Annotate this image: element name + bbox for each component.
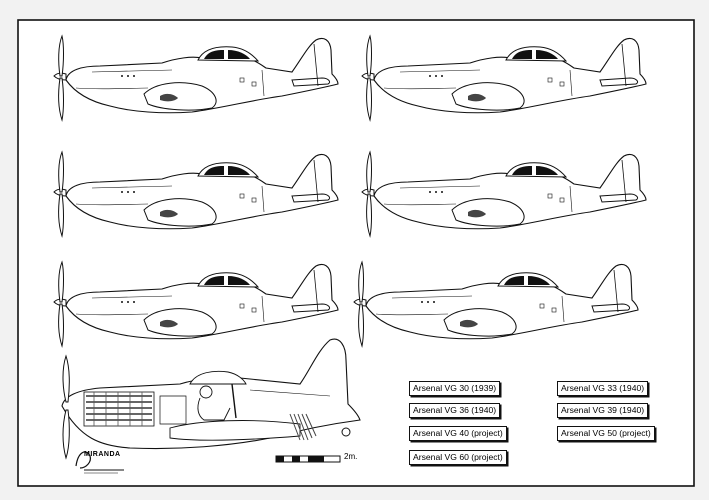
- caption-vg50: Arsenal VG 50 (project): [557, 426, 655, 441]
- scale-bar: [275, 455, 341, 463]
- cutaway-vg60: [61, 338, 361, 460]
- caption-vg36: Arsenal VG 36 (1940): [409, 403, 501, 418]
- caption-vg39: Arsenal VG 39 (1940): [557, 403, 649, 418]
- caption-vg60: Arsenal VG 60 (project): [409, 450, 507, 465]
- artist-signature: MIRANDA: [84, 451, 121, 458]
- caption-vg40: Arsenal VG 40 (project): [409, 426, 507, 441]
- caption-vg30: Arsenal VG 30 (1939): [409, 381, 501, 396]
- scale-label: 2m.: [344, 452, 358, 461]
- signature-mark: [75, 451, 124, 474]
- caption-vg33: Arsenal VG 33 (1940): [557, 381, 649, 396]
